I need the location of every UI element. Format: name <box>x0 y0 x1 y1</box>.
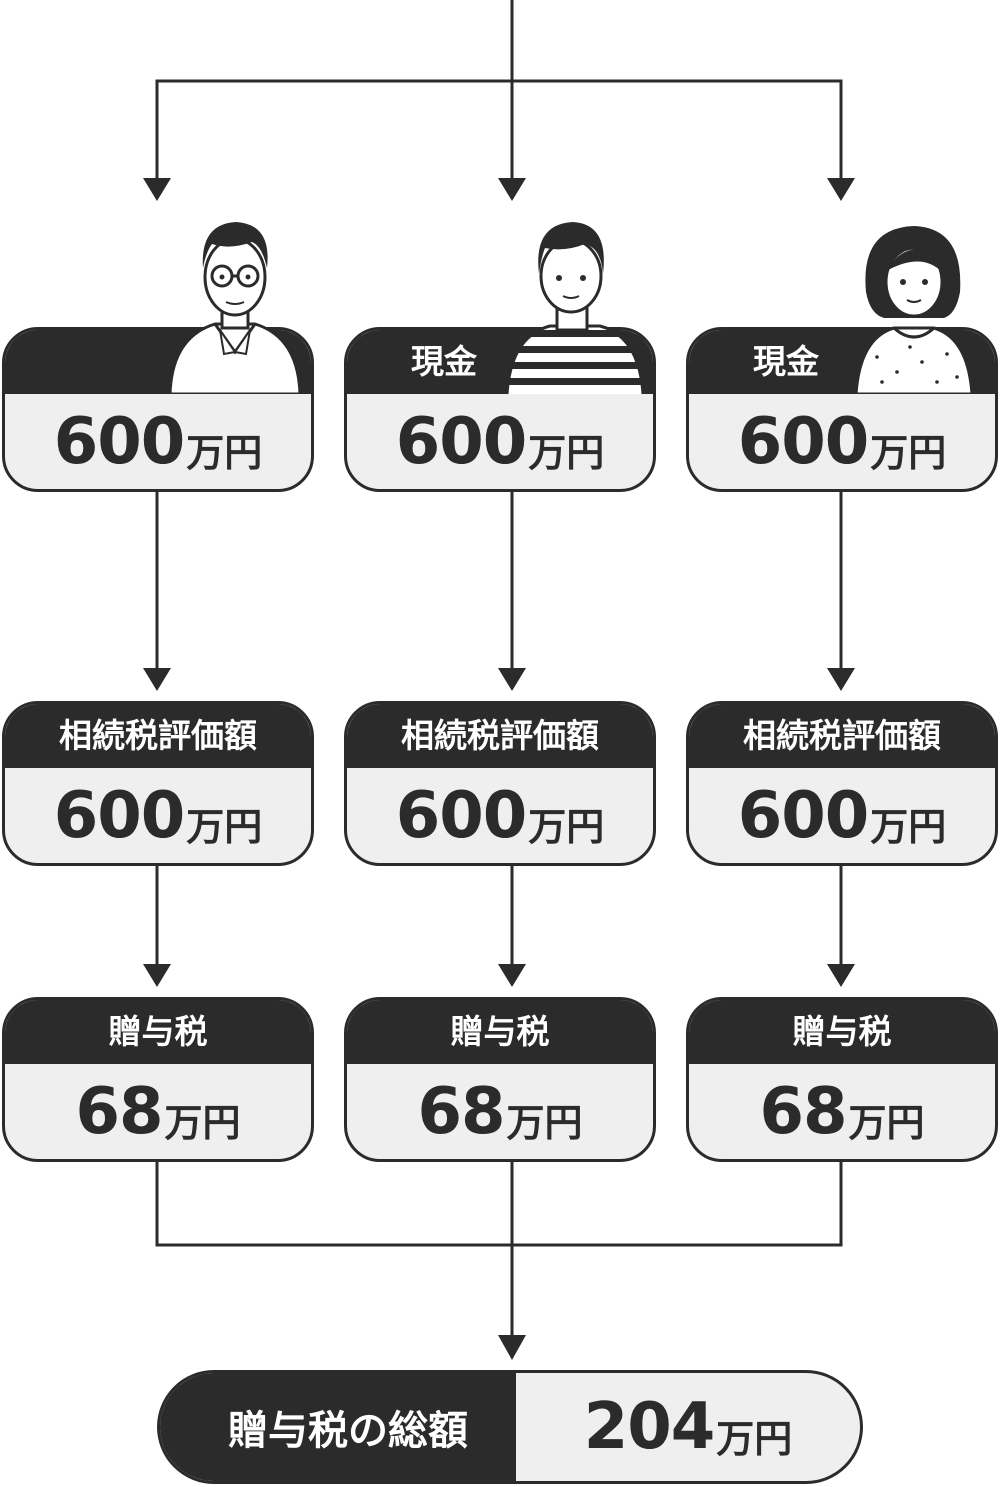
arrow-down-icon <box>498 1335 526 1360</box>
valuation-label: 相続税評価額 <box>5 704 311 768</box>
gift-tax-label: 贈与税 <box>689 1000 995 1064</box>
gift-tax-label: 贈与税 <box>347 1000 653 1064</box>
arrow-down-icon <box>827 668 855 691</box>
arrow-down-icon <box>827 178 855 201</box>
valuation-label: 相続税評価額 <box>347 704 653 768</box>
arrow-down-icon <box>498 178 526 201</box>
arrow-down-icon <box>498 964 526 987</box>
arrow-down-icon <box>827 964 855 987</box>
woman-avatar <box>854 226 974 394</box>
gift-tax-label: 贈与税 <box>5 1000 311 1064</box>
arrow-down-icon <box>143 178 171 201</box>
arrow-down-icon <box>143 668 171 691</box>
arrow-down-icon <box>498 668 526 691</box>
valuation-label: 相続税評価額 <box>689 704 995 768</box>
arrow-down-icon <box>143 964 171 987</box>
young-man-avatar <box>505 222 645 394</box>
total-label: 贈与税の総額 <box>160 1373 516 1481</box>
older-man-avatar <box>168 222 302 394</box>
